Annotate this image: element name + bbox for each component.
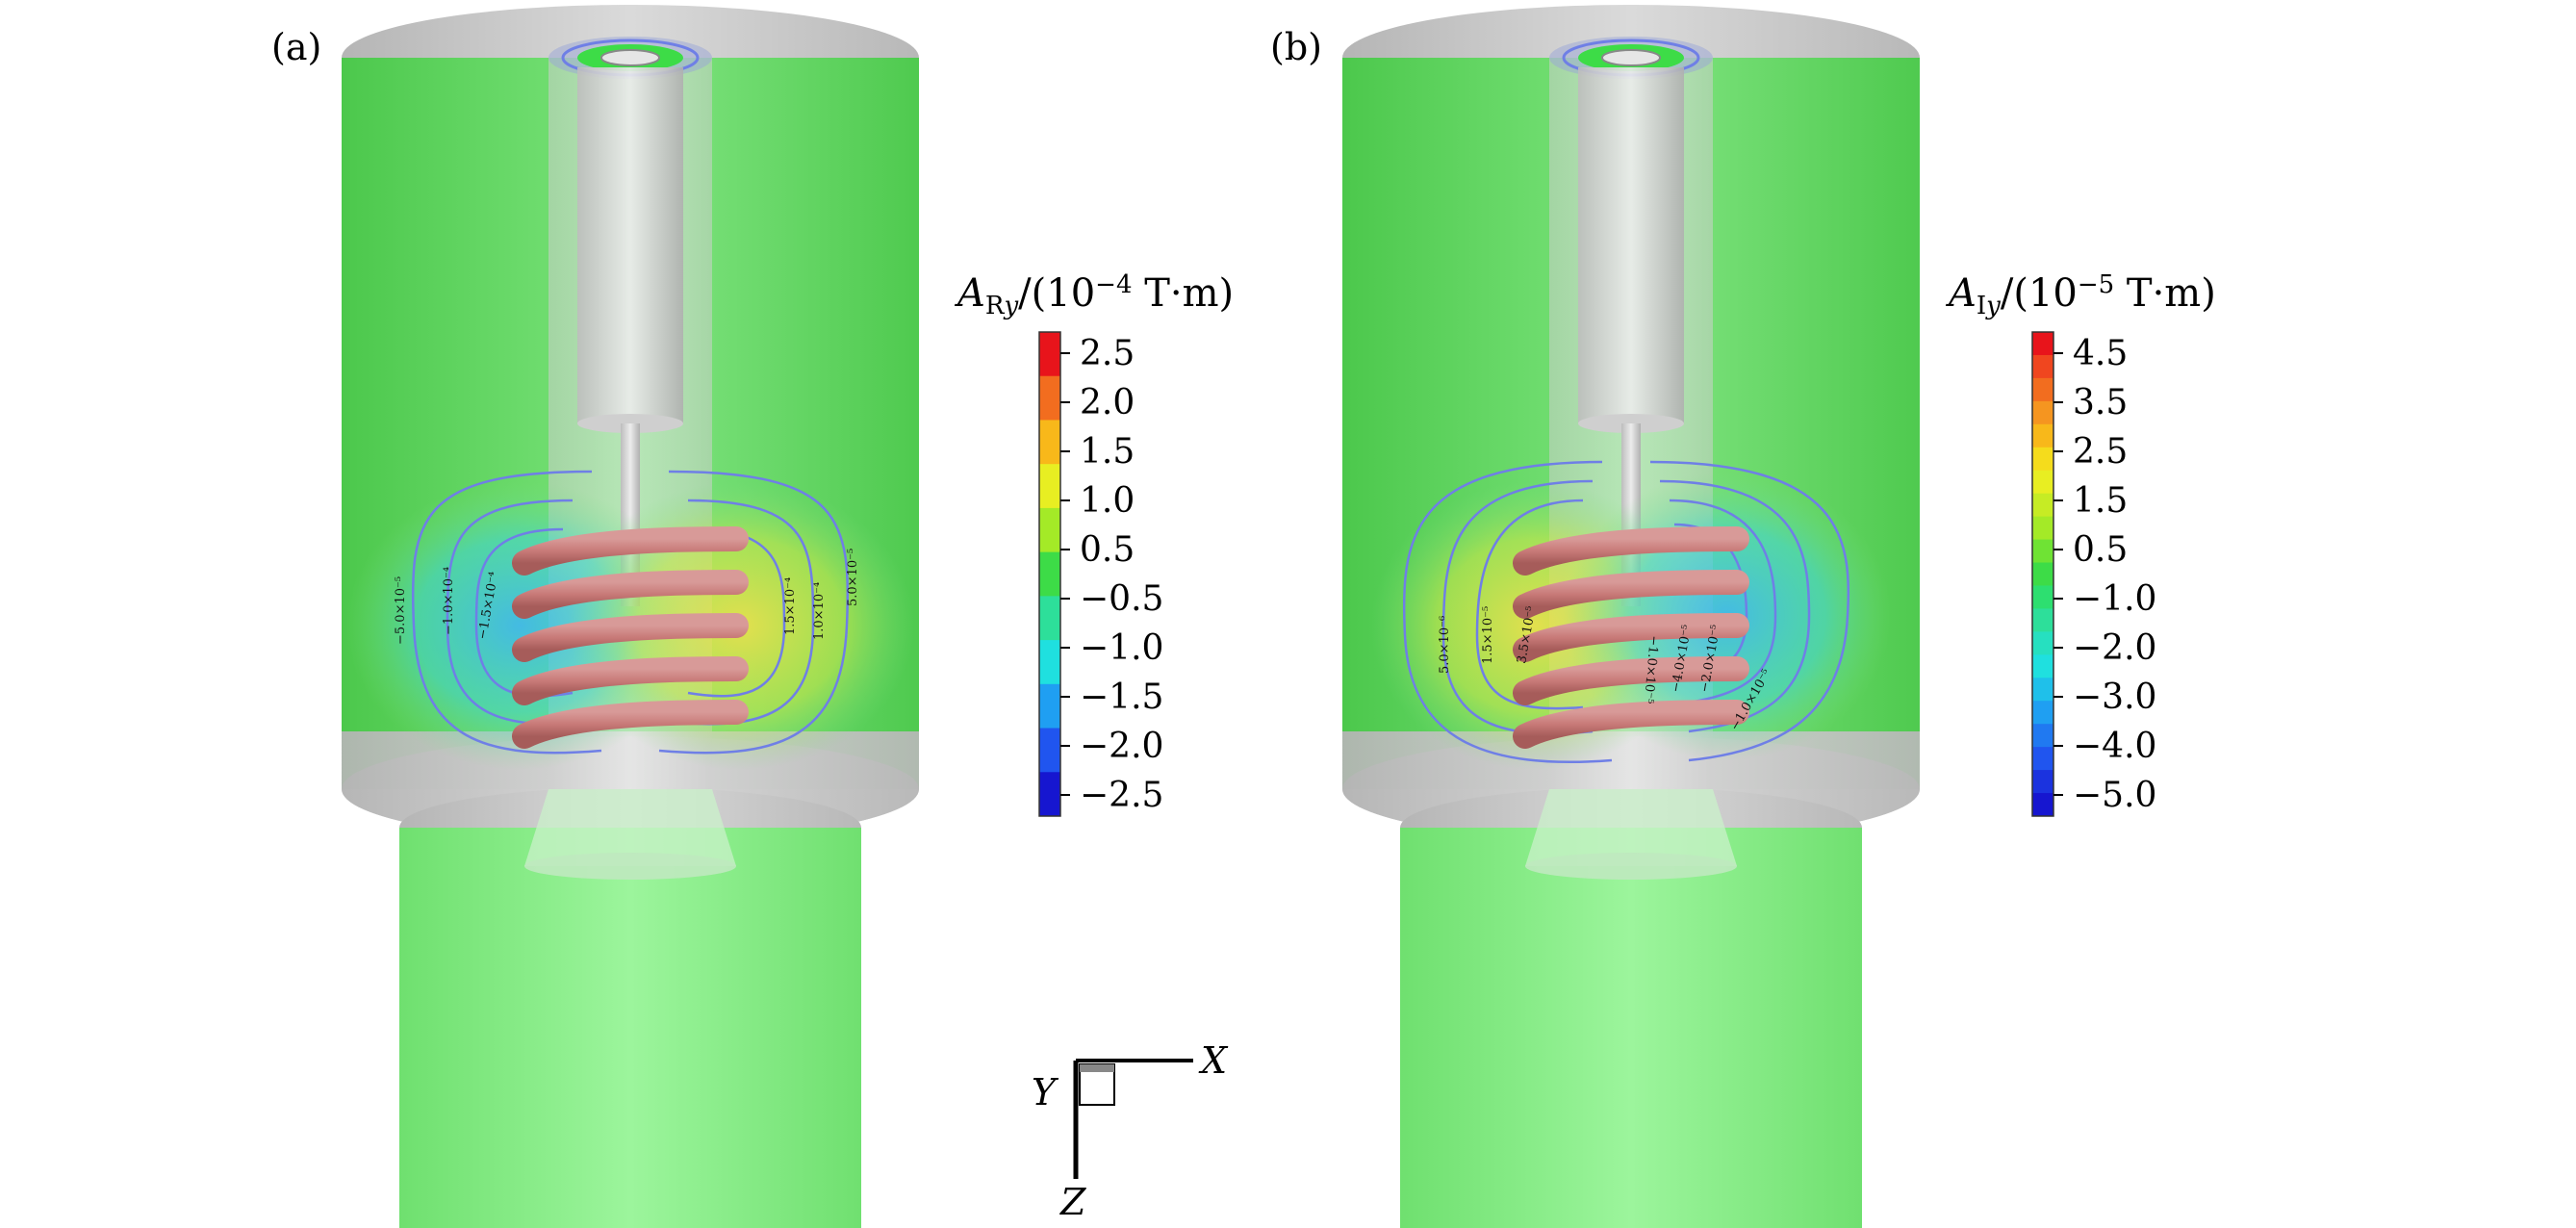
- colorbar-swatch: [2032, 608, 2053, 632]
- coil: [512, 526, 749, 749]
- colorbar-b: AIy/(10−5 T·m) 4.5 3.5 2.5 1.5 0.5 −1.0 −2.0 −3…: [1945, 270, 2216, 817]
- y-axis-label: Y: [1032, 1071, 1059, 1113]
- contour-label: 5.0×10⁻⁶: [1438, 616, 1452, 674]
- colorbar-tick-label: 1.5: [1080, 432, 1135, 472]
- colorbar-swatch: [2032, 423, 2053, 448]
- colorbar-swatch: [2032, 770, 2053, 794]
- colorbar-tick-label: −0.5: [1080, 579, 1163, 619]
- coil: [1513, 526, 1749, 749]
- colorbar-swatch: [1039, 683, 1060, 729]
- colorbar-tick-label: −4.0: [2073, 727, 2156, 766]
- panel-a: −5.0×10⁻⁵ −1.0×10⁻⁴ −1.5×10⁻⁴ 1.5×10⁻⁴ 1…: [340, 3, 921, 1228]
- y-axis-shade: [1080, 1064, 1114, 1072]
- contour-label: −5.0×10⁻⁵: [394, 576, 408, 645]
- colorbar-tick-label: 3.5: [2073, 383, 2128, 422]
- contour-label: 5.0×10⁻⁵: [846, 549, 860, 606]
- colorbar-swatch: [2032, 400, 2053, 425]
- colorbar-tick-label: 2.5: [2073, 432, 2128, 472]
- colorbar-ticks-a: 2.5 2.0 1.5 1.0 0.5 −0.5 −1.0 −1.5 −2.0 −2.5: [1060, 334, 1163, 815]
- colorbar-ticks-b: 4.5 3.5 2.5 1.5 0.5 −1.0 −2.0 −3.0 −4.0 −5.0: [2053, 334, 2156, 815]
- colorbar-tick-label: 0.5: [1080, 530, 1135, 570]
- colorbar-tick-label: 4.5: [2073, 334, 2128, 373]
- colorbar-tick-label: 0.5: [2073, 530, 2128, 570]
- colorbar-swatch: [2032, 447, 2053, 472]
- colorbar-swatch: [2032, 332, 2053, 356]
- colorbar-tick-label: −2.0: [2073, 628, 2156, 668]
- x-axis-label: X: [1198, 1039, 1229, 1082]
- panel-label-a: (a): [271, 26, 321, 68]
- z-axis-label: Z: [1059, 1181, 1086, 1223]
- colorbar-title-a: ARy/(10−4 T·m): [954, 270, 1234, 320]
- colorbar-swatches-a: [1038, 331, 1061, 817]
- colorbar-tick-label: 1.5: [2073, 481, 2128, 521]
- colorbar-tick-label: 2.5: [1080, 334, 1135, 373]
- contour-label: −1.0×10⁻⁴: [442, 567, 456, 635]
- colorbar-swatch: [2032, 793, 2053, 817]
- colorbar-swatch: [2032, 631, 2053, 655]
- colorbar-swatch: [1039, 507, 1060, 553]
- colorbar-swatch: [1039, 332, 1060, 377]
- colorbar-tick-label: −2.0: [1080, 727, 1163, 766]
- colorbar-tick-label: −5.0: [2073, 776, 2156, 815]
- contour-label: 1.0×10⁻⁴: [812, 582, 827, 640]
- colorbar-swatch: [2032, 354, 2053, 379]
- colorbar-swatch: [2032, 470, 2053, 495]
- colorbar-swatch: [2032, 516, 2053, 541]
- colorbar-swatch: [2032, 562, 2053, 586]
- panel-b: 5.0×10⁻⁶ 1.5×10⁻⁵ 3.5×10⁻⁵ −1.0×10⁻⁵ −4.…: [1340, 3, 1922, 1228]
- contour-label: 1.5×10⁻⁵: [1481, 606, 1495, 664]
- colorbar-swatch: [2032, 539, 2053, 564]
- colorbar-swatch: [2032, 585, 2053, 609]
- colorbar-swatch: [2032, 747, 2053, 771]
- colorbar-swatches-b: [2031, 331, 2054, 817]
- panel-label-b: (b): [1270, 26, 1322, 68]
- colorbar-swatch: [2032, 678, 2053, 702]
- colorbar-swatch: [1039, 772, 1060, 817]
- colorbar-frame: [1038, 331, 1061, 817]
- colorbar-swatch: [2032, 377, 2053, 402]
- colorbar-swatch: [1039, 640, 1060, 685]
- colorbar-swatch: [2032, 701, 2053, 725]
- colorbar-swatch: [1039, 728, 1060, 773]
- colorbar-swatch: [1039, 420, 1060, 465]
- colorbar-swatch: [2032, 493, 2053, 518]
- colorbar-title-b: AIy/(10−5 T·m): [1945, 270, 2216, 320]
- colorbar-swatch: [1039, 551, 1060, 597]
- colorbar-tick-label: 1.0: [1080, 481, 1135, 521]
- contour-label: 1.5×10⁻⁴: [783, 577, 798, 635]
- contour-label: −1.0×10⁻⁵: [1641, 635, 1661, 704]
- colorbar-tick-label: −1.0: [1080, 628, 1163, 668]
- colorbar-swatch: [1039, 464, 1060, 509]
- colorbar-tick-label: 2.0: [1080, 383, 1135, 422]
- axes-triad: X Y Z: [1032, 1039, 1229, 1223]
- colorbar-tick-label: −2.5: [1080, 776, 1163, 815]
- colorbar-swatch: [1039, 375, 1060, 421]
- colorbar-a: ARy/(10−4 T·m) 2.5 2.0 1.5 1.0 0.5 −0.5 −1.0 −1…: [954, 270, 1234, 817]
- colorbar-swatch: [1039, 596, 1060, 641]
- colorbar-swatch: [2032, 724, 2053, 748]
- colorbar-tick-label: −1.5: [1080, 678, 1163, 717]
- colorbar-frame: [2031, 331, 2054, 817]
- colorbar-tick-label: −1.0: [2073, 579, 2156, 619]
- colorbar-swatch: [2032, 654, 2053, 678]
- colorbar-tick-label: −3.0: [2073, 678, 2156, 717]
